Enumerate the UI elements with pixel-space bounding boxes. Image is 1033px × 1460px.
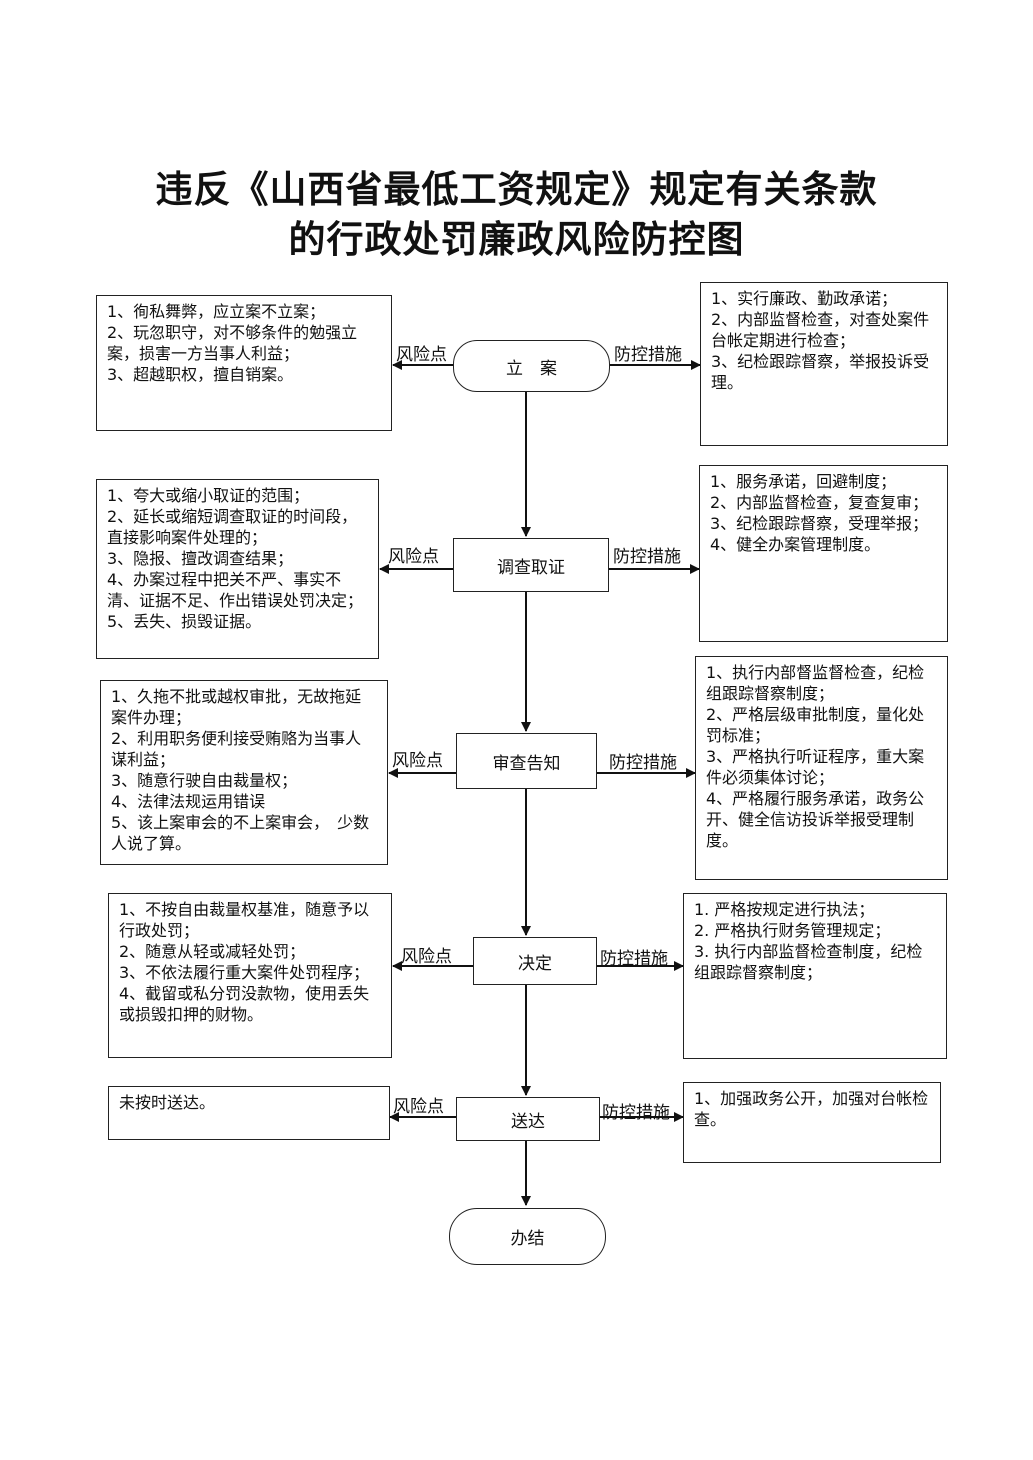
control-item: 1、加强政务公开，加强对台帐检查。 (694, 1089, 929, 1129)
end-node: 办结 (449, 1208, 606, 1265)
control-item: 2、严格层级审批制度，量化处罚标准； (706, 705, 925, 745)
step-node-investigation: 调查取证 (453, 538, 609, 592)
risk-item: 2、利用职务便利接受贿赂为当事人谋利益； (111, 729, 362, 769)
risk-box-delivery: 未按时送达。 (108, 1086, 390, 1140)
risk-item: 2、随意从轻或减轻处罚； (119, 942, 306, 961)
control-item: 2、内部监督检查，复查复审； (710, 493, 929, 512)
control-item: 3、纪检跟踪督察，受理举报； (710, 514, 929, 533)
risk-item: 1、夸大或缩小取证的范围； (107, 486, 310, 505)
control-item: 1. 严格按规定进行执法； (694, 900, 875, 919)
risk-item: 1、久拖不批或越权审批，无故拖延案件办理； (111, 687, 362, 727)
control-item: 1、实行廉政、勤政承诺； (711, 289, 898, 308)
risk-box-review: 1、久拖不批或越权审批，无故拖延案件办理； 2、利用职务便利接受贿赂为当事人谋利… (100, 680, 388, 865)
risk-label: 风险点 (396, 345, 447, 365)
control-item: 1、执行内部督监督检查，纪检组跟踪督察制度； (706, 663, 925, 703)
control-box-review: 1、执行内部督监督检查，纪检组跟踪督察制度； 2、严格层级审批制度，量化处罚标准… (695, 656, 948, 880)
risk-item: 4、截留或私分罚没款物，使用丢失或损毁扣押的财物。 (119, 984, 370, 1024)
control-item: 3、纪检跟踪督察，举报投诉受理。 (711, 352, 930, 392)
control-box-filing: 1、实行廉政、勤政承诺； 2、内部监督检查，对查处案件台帐定期进行检查； 3、纪… (700, 282, 948, 446)
step-node-decision: 决定 (473, 937, 597, 985)
risk-item: 4、办案过程中把关不严、事实不清、证据不足、作出错误处罚决定； (107, 570, 364, 610)
risk-item: 5、该上案审会的不上案审会， 少数人说了算。 (111, 813, 370, 853)
control-item: 3、严格执行听证程序，重大案件必须集体讨论； (706, 747, 925, 787)
step-node-review: 审查告知 (456, 733, 597, 789)
risk-item: 3、不依法履行重大案件处罚程序； (119, 963, 370, 982)
risk-item: 未按时送达。 (119, 1093, 216, 1112)
risk-item: 5、丢失、损毁证据。 (107, 612, 262, 631)
control-box-delivery: 1、加强政务公开，加强对台帐检查。 (683, 1082, 941, 1163)
control-item: 1、服务承诺，回避制度； (710, 472, 897, 491)
risk-item: 3、超越职权，擅自销案。 (107, 365, 294, 384)
risk-item: 2、延长或缩短调查取证的时间段，直接影响案件处理的； (107, 507, 358, 547)
diagram-title-line-1: 违反《山西省最低工资规定》规定有关条款 (155, 168, 878, 211)
risk-item: 2、玩忽职守，对不够条件的勉强立案，损害一方当事人利益； (107, 323, 358, 363)
step-node-delivery: 送达 (456, 1097, 600, 1141)
control-item: 2. 严格执行财务管理规定； (694, 921, 891, 940)
risk-item: 3、随意行驶自由裁量权； (111, 771, 298, 790)
control-box-investigation: 1、服务承诺，回避制度； 2、内部监督检查，复查复审； 3、纪检跟踪督察，受理举… (699, 465, 948, 642)
control-item: 4、严格履行服务承诺，政务公开、健全信访投诉举报受理制度。 (706, 789, 925, 850)
control-label: 防控措施 (600, 949, 668, 969)
risk-item: 3、隐报、擅改调查结果； (107, 549, 294, 568)
risk-item: 4、法律法规运用错误 (111, 792, 266, 811)
control-item: 2、内部监督检查，对查处案件台帐定期进行检查； (711, 310, 930, 350)
risk-box-decision: 1、不按自由裁量权基准，随意予以行政处罚； 2、随意从轻或减轻处罚； 3、不依法… (108, 893, 392, 1058)
risk-label: 风险点 (401, 947, 452, 967)
step-node-filing: 立 案 (453, 340, 610, 392)
control-label: 防控措施 (609, 753, 677, 773)
risk-item: 1、徇私舞弊，应立案不立案； (107, 302, 326, 321)
control-label: 防控措施 (614, 345, 682, 365)
control-box-decision: 1. 严格按规定进行执法； 2. 严格执行财务管理规定； 3. 执行内部监督检查… (683, 893, 947, 1059)
control-label: 防控措施 (602, 1103, 670, 1123)
control-item: 4、健全办案管理制度。 (710, 535, 881, 554)
risk-label: 风险点 (388, 547, 439, 567)
diagram-title-line-2: 的行政处罚廉政风险防控图 (288, 218, 745, 261)
control-item: 3. 执行内部监督检查制度，纪检组跟踪督察制度； (694, 942, 923, 982)
risk-item: 1、不按自由裁量权基准，随意予以行政处罚； (119, 900, 370, 940)
risk-label: 风险点 (392, 751, 443, 771)
risk-label: 风险点 (393, 1097, 444, 1117)
risk-box-filing: 1、徇私舞弊，应立案不立案； 2、玩忽职守，对不够条件的勉强立案，损害一方当事人… (96, 295, 392, 431)
control-label: 防控措施 (613, 547, 681, 567)
risk-box-investigation: 1、夸大或缩小取证的范围； 2、延长或缩短调查取证的时间段，直接影响案件处理的；… (96, 479, 379, 659)
